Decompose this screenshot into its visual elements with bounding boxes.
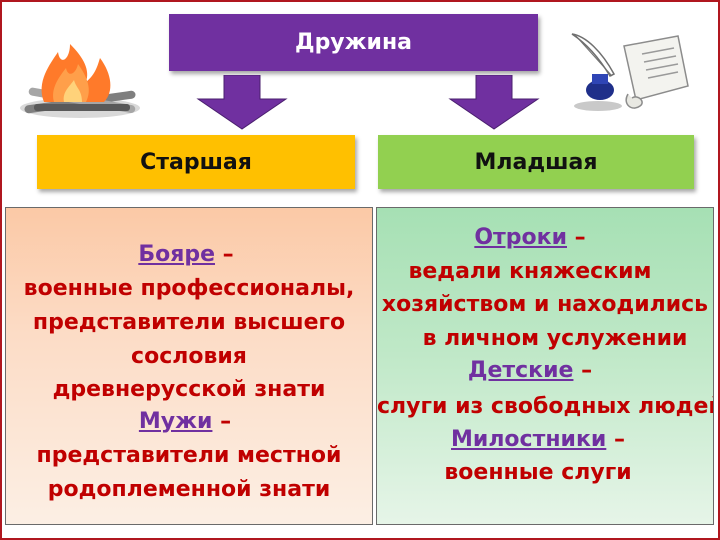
heading-dash: – bbox=[574, 225, 586, 250]
campfire-icon bbox=[20, 44, 140, 118]
panel-line: родоплеменной знати bbox=[47, 477, 331, 502]
panel-line: хозяйством и находились bbox=[381, 292, 709, 317]
panel-line: представители местной bbox=[36, 443, 342, 468]
panel-line: военные профессионалы, bbox=[23, 276, 355, 301]
group-heading: Детские bbox=[467, 358, 574, 383]
junior-panel: Отроки – ведали княжеским хозяйством и н… bbox=[376, 207, 714, 525]
group-heading: Милостники bbox=[451, 427, 607, 452]
junior-label: Младшая bbox=[474, 149, 598, 175]
down-arrow-left-icon bbox=[196, 75, 288, 130]
panel-line: ведали княжеским bbox=[408, 259, 652, 284]
heading-dash: – bbox=[222, 242, 234, 267]
heading-dash: – bbox=[613, 427, 625, 452]
down-arrow-right-icon bbox=[448, 75, 540, 130]
panel-line: Милостники – bbox=[377, 426, 713, 454]
panel-line: сословия bbox=[131, 344, 247, 369]
junior-label-box: Младшая bbox=[378, 135, 694, 189]
panel-line: военные слуги bbox=[444, 460, 632, 485]
panel-line: Отроки – bbox=[377, 224, 713, 252]
senior-label-box: Старшая bbox=[37, 135, 355, 189]
panel-line: древнерусской знати bbox=[52, 377, 326, 402]
senior-label: Старшая bbox=[140, 149, 252, 175]
title-text: Дружина bbox=[294, 30, 413, 55]
panel-line: Детские – bbox=[377, 357, 713, 385]
panel-line: слуги из свободных людей bbox=[377, 394, 714, 419]
group-heading: Бояре bbox=[138, 242, 215, 267]
group-heading: Отроки bbox=[474, 225, 567, 250]
panel-line: Мужи – bbox=[6, 408, 372, 436]
group-heading: Мужи bbox=[138, 409, 213, 434]
heading-dash: – bbox=[220, 409, 232, 434]
quill-scroll-icon bbox=[571, 33, 689, 111]
panel-line: Бояре – bbox=[6, 241, 372, 269]
title-box: Дружина bbox=[169, 14, 538, 71]
senior-panel: Бояре – военные профессионалы, представи… bbox=[5, 207, 373, 525]
heading-dash: – bbox=[581, 358, 593, 383]
panel-line: в личном услужении bbox=[422, 326, 688, 351]
panel-line: представители высшего bbox=[32, 310, 346, 335]
